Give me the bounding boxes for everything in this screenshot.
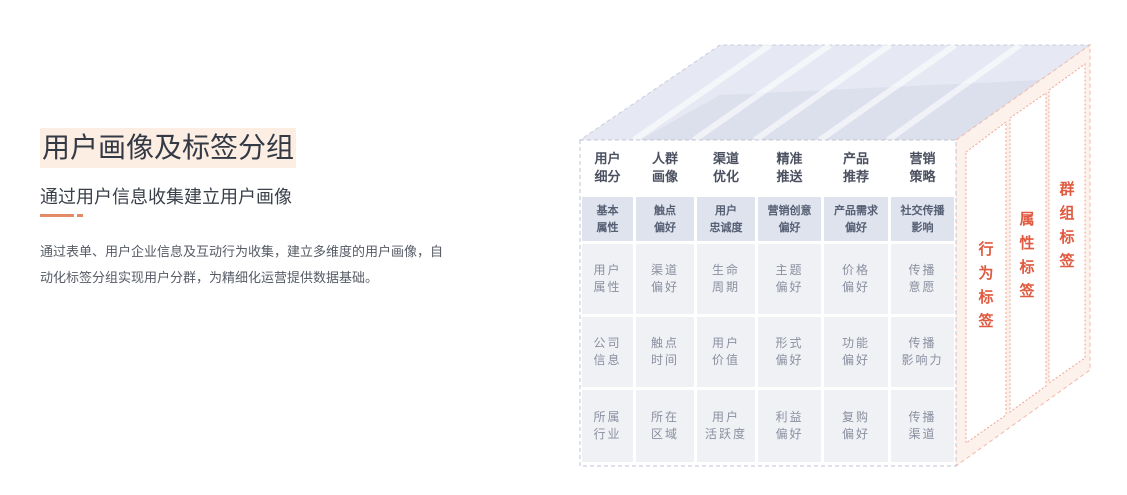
header-cell: 渠道 优化: [697, 143, 755, 195]
subheader-cell: 社交传播 影响: [891, 197, 954, 241]
side-label-attribute: 属 性 标 签: [1019, 210, 1035, 300]
subheader-cell: 触点 偏好: [636, 197, 694, 241]
body-cell: 传播 意愿: [891, 244, 954, 314]
cube-front-grid: 用户 细分 人群 画像 渠道 优化 精准 推送 产品 推荐 营销 策略 基本 属…: [580, 140, 956, 466]
page-subtitle: 通过用户信息收集建立用户画像: [40, 187, 292, 208]
cube-top-face-inner: [640, 80, 1040, 140]
description-text: 通过表单、用户企业信息及互动行为收集，建立多维度的用户画像，自动化标签分组实现用…: [40, 245, 444, 286]
side-label-behavior: 行 为 标 签: [978, 240, 994, 330]
subheader-cell: 基本 属性: [582, 197, 633, 241]
body-cell: 价格 偏好: [824, 244, 888, 314]
header-cell: 用户 细分: [582, 143, 633, 195]
body-cell: 形式 偏好: [758, 317, 821, 387]
header-cell: 人群 画像: [636, 143, 694, 195]
body-cell: 复购 偏好: [824, 390, 888, 462]
body-cell: 传播 渠道: [891, 390, 954, 462]
subheader-cell: 用户 忠诚度: [697, 197, 755, 241]
body-cell: 利益 偏好: [758, 390, 821, 462]
header-cell: 精准 推送: [758, 143, 821, 195]
body-cell: 用户 属性: [582, 244, 633, 314]
body-cell: 公司 信息: [582, 317, 633, 387]
side-label-group: 群 组 标 签: [1059, 180, 1075, 270]
body-cell: 生命 周期: [697, 244, 755, 314]
header-cell: 产品 推荐: [824, 143, 888, 195]
page-title: 用户画像及标签分组: [40, 128, 297, 168]
body-cell: 渠道 偏好: [636, 244, 694, 314]
header-cell: 营销 策略: [891, 143, 954, 195]
body-cell: 传播 影响力: [891, 317, 954, 387]
accent-bar: [40, 214, 74, 217]
accent-dots: [77, 214, 83, 217]
subheader-cell: 产品需求 偏好: [824, 197, 888, 241]
subheader-cell: 营销创意 偏好: [758, 197, 821, 241]
body-cell: 用户 活跃度: [697, 390, 755, 462]
body-cell: 所在 区域: [636, 390, 694, 462]
body-cell: 用户 价值: [697, 317, 755, 387]
body-cell: 触点 时间: [636, 317, 694, 387]
body-cell: 所属 行业: [582, 390, 633, 462]
body-cell: 功能 偏好: [824, 317, 888, 387]
body-cell: 主题 偏好: [758, 244, 821, 314]
